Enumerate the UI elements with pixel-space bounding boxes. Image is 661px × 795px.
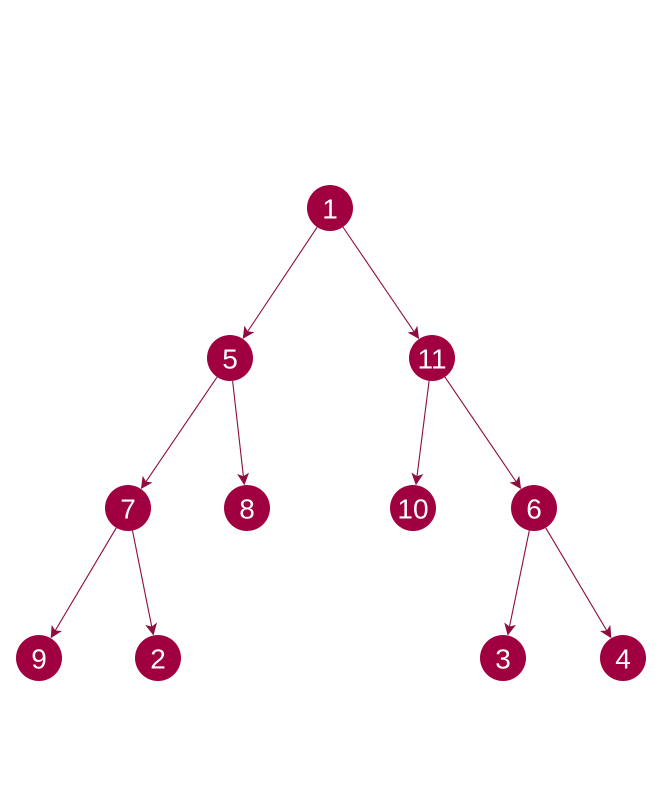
node-label-5: 5: [222, 344, 238, 375]
edge-6-to-4: [545, 527, 612, 639]
node-label-8: 8: [239, 494, 255, 525]
node-label-6: 6: [526, 494, 542, 525]
edge-11-to-10: [411, 380, 430, 486]
node-10: 10: [390, 485, 436, 531]
node-9: 9: [16, 635, 62, 681]
edge-6-to-3: [504, 530, 530, 636]
edge-7-to-2: [131, 530, 158, 636]
node-7: 7: [105, 485, 151, 531]
edge-7-to-9: [50, 527, 117, 639]
node-circle-10: [390, 485, 436, 531]
node-6: 6: [511, 485, 557, 531]
node-label-1: 1: [322, 194, 338, 225]
node-circle-1: [307, 185, 353, 231]
edge-1-to-11: [342, 226, 420, 340]
node-circle-7: [105, 485, 151, 531]
node-circle-8: [224, 485, 270, 531]
node-8: 8: [224, 485, 270, 531]
node-label-2: 2: [150, 644, 166, 675]
node-label-3: 3: [495, 644, 511, 675]
node-11: 11: [409, 335, 455, 381]
node-label-10: 10: [397, 494, 428, 525]
node-circle-4: [600, 635, 646, 681]
edges-layer: [50, 226, 612, 639]
node-5: 5: [207, 335, 253, 381]
node-circle-3: [480, 635, 526, 681]
node-4: 4: [600, 635, 646, 681]
node-label-9: 9: [31, 644, 47, 675]
node-circle-9: [16, 635, 62, 681]
node-label-4: 4: [615, 644, 631, 675]
node-1: 1: [307, 185, 353, 231]
node-circle-5: [207, 335, 253, 381]
edge-11-to-6: [444, 376, 522, 490]
edge-5-to-8: [232, 380, 250, 486]
node-circle-11: [409, 335, 455, 381]
edge-1-to-5: [242, 226, 318, 339]
node-2: 2: [135, 635, 181, 681]
node-circle-6: [511, 485, 557, 531]
node-circle-2: [135, 635, 181, 681]
node-3: 3: [480, 635, 526, 681]
node-label-11: 11: [417, 344, 446, 375]
edge-5-to-7: [140, 376, 218, 490]
node-label-7: 7: [120, 494, 136, 525]
